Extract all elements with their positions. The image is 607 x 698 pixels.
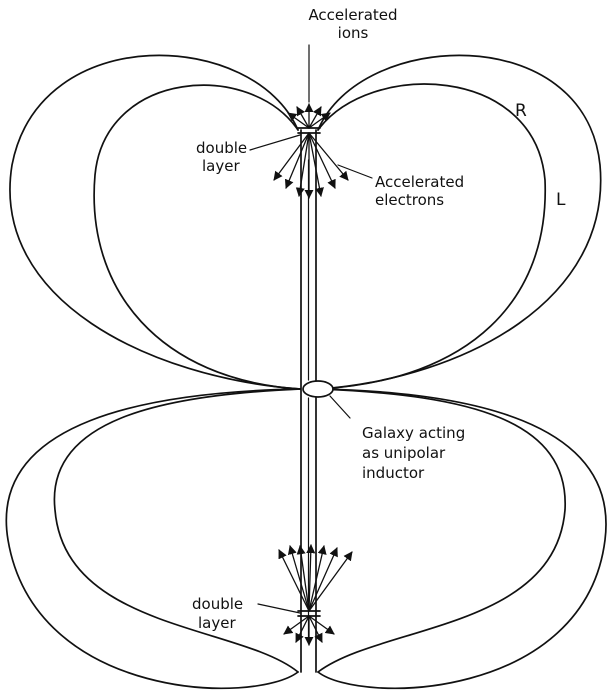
label-double-layer-top: layer xyxy=(202,157,240,175)
electron-arrows-bottom xyxy=(278,544,353,612)
outer-loop-upper-left xyxy=(9,54,301,390)
outer-loop-lower-left xyxy=(5,388,301,690)
ion-arrows-top xyxy=(287,103,331,129)
label-double-layer-bottom: layer xyxy=(198,614,236,632)
label-galaxy: inductor xyxy=(362,464,425,482)
label-loop-l: L xyxy=(556,190,566,210)
label-accelerated-electrons: Accelerated xyxy=(375,173,464,191)
label-galaxy: as unipolar xyxy=(362,444,446,462)
label-double-layer-top: double xyxy=(196,139,247,157)
label-galaxy: Galaxy acting xyxy=(362,424,465,442)
label-double-layer-bottom: double xyxy=(192,595,243,613)
label-accelerated-electrons: electrons xyxy=(375,191,444,209)
inner-loop-lower-right xyxy=(317,388,566,673)
electron-arrows-top xyxy=(273,132,349,199)
inner-loop-lower-left xyxy=(53,388,301,673)
ion-arrows-bottom xyxy=(283,615,335,646)
inner-loop-upper-right xyxy=(317,83,546,390)
galaxy-ellipse xyxy=(302,380,334,398)
label-accelerated-ions: Accelerated xyxy=(308,6,397,24)
outer-loop-lower-right xyxy=(317,388,607,690)
label-accelerated-ions: ions xyxy=(338,24,369,42)
leader-lines xyxy=(249,44,373,614)
label-loop-r: R xyxy=(515,101,527,121)
inner-loop-upper-left xyxy=(93,84,301,390)
outer-loop-upper-right xyxy=(317,54,602,390)
